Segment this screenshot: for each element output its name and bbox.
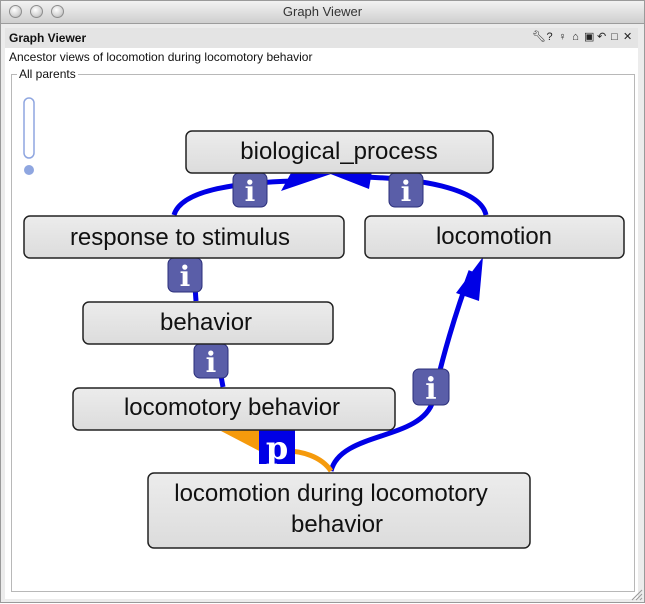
panel-header: Graph Viewer 🔧︎ ? ♀ ⌂ ▣ ↶ □ ✕: [5, 28, 638, 48]
badge-label: p: [266, 429, 288, 467]
edge-arrowhead: [328, 171, 372, 189]
panel-title: Graph Viewer: [9, 31, 87, 45]
restore-icon[interactable]: □: [611, 31, 618, 43]
is-a-badge[interactable]: i: [193, 343, 229, 379]
badge-label: i: [245, 175, 256, 208]
view-subtitle: Ancestor views of locomotion during loco…: [9, 50, 313, 64]
panel-toolbar: 🔧︎ ? ♀ ⌂ ▣ ↶ □ ✕: [532, 31, 632, 43]
edge-ldlb-to-loco: [328, 270, 474, 472]
undo-icon[interactable]: ↶: [597, 31, 607, 43]
minimize-window-button[interactable]: [30, 5, 43, 18]
resize-grip-icon[interactable]: [631, 589, 643, 601]
node-label: behavior: [160, 309, 252, 336]
node-locomotory-behavior[interactable]: locomotory behavior: [72, 387, 396, 431]
node-label: locomotion: [436, 223, 552, 250]
home-icon[interactable]: ⌂: [572, 31, 579, 43]
node-label-line1: locomotion during locomotory: [174, 480, 488, 507]
badge-label: i: [180, 260, 191, 293]
edge-arrowhead: [281, 173, 331, 191]
node-locomotion-during-locomotory-behavior[interactable]: locomotion during locomotory behavior: [147, 472, 531, 549]
edge-arrowhead: [456, 257, 483, 301]
zoom-slider-knob[interactable]: [24, 165, 34, 175]
badge-label: i: [401, 175, 412, 208]
node-locomotion[interactable]: locomotion: [364, 215, 625, 259]
edge-loco-to-bp: [362, 174, 489, 216]
part-of-badge[interactable]: p: [259, 428, 295, 467]
group-label: All parents: [17, 67, 78, 81]
bulb-icon[interactable]: ♀: [558, 31, 567, 43]
help-icon[interactable]: ?: [546, 31, 553, 43]
badge-label: i: [206, 346, 217, 379]
node-label: locomotory behavior: [124, 394, 340, 421]
camera-icon[interactable]: ▣: [584, 31, 595, 43]
is-a-badge[interactable]: i: [412, 368, 450, 407]
is-a-badge[interactable]: i: [232, 172, 268, 208]
node-biological-process[interactable]: biological_process: [185, 130, 494, 174]
is-a-badge[interactable]: i: [167, 257, 203, 293]
edge-arrowhead: [221, 430, 267, 455]
all-parents-group: All parents: [11, 67, 635, 592]
badge-label: i: [425, 372, 436, 407]
node-label: response to stimulus: [70, 224, 290, 251]
edge-rts-to-bp: [171, 178, 294, 216]
node-response-to-stimulus[interactable]: response to stimulus: [23, 215, 345, 259]
node-behavior[interactable]: behavior: [82, 301, 334, 345]
window-titlebar[interactable]: Graph Viewer: [1, 1, 644, 24]
is-a-badge[interactable]: i: [388, 172, 424, 208]
node-label: biological_process: [240, 138, 437, 165]
zoom-window-button[interactable]: [51, 5, 64, 18]
close-icon[interactable]: ✕: [623, 31, 633, 43]
node-label-line2: behavior: [291, 511, 383, 538]
window-title: Graph Viewer: [282, 4, 363, 19]
close-window-button[interactable]: [9, 5, 22, 18]
zoom-slider-track[interactable]: [23, 97, 35, 159]
